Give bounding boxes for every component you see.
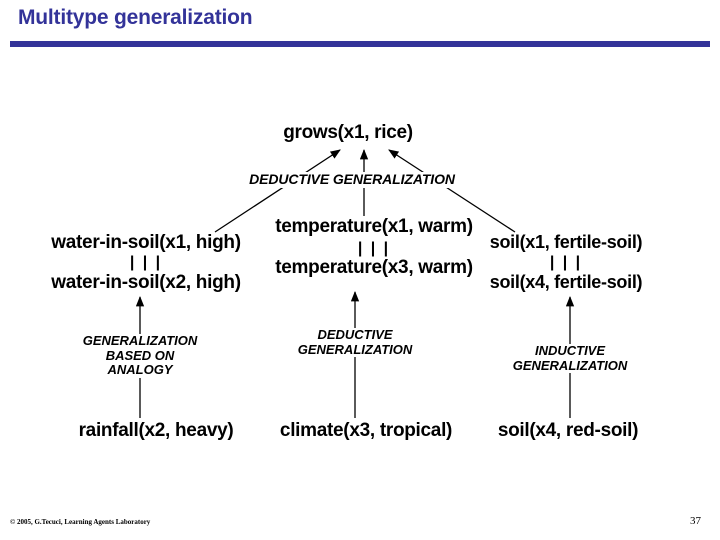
node-temperature-x1: temperature(x1, warm) bbox=[275, 216, 473, 237]
edge-left-to-top bbox=[214, 149, 341, 233]
edge-label-line-1: DEDUCTIVE bbox=[317, 327, 393, 342]
node-soil-x1-fertile: soil(x1, fertile-soil) bbox=[489, 232, 643, 252]
node-climate-x3: climate(x3, tropical) bbox=[279, 420, 453, 441]
node-temperature-x3: temperature(x3, warm) bbox=[275, 257, 473, 278]
node-soil-x4-red: soil(x4, red-soil) bbox=[497, 420, 639, 441]
separator-left: | | | bbox=[129, 254, 163, 271]
footer-copyright: © 2005, G.Tecuci, Learning Agents Labora… bbox=[10, 518, 151, 526]
edge-label-line-2: GENERALIZATION bbox=[297, 341, 413, 357]
node-rainfall-x2: rainfall(x2, heavy) bbox=[78, 420, 234, 441]
node-water-in-soil-x2: water-in-soil(x2, high) bbox=[51, 272, 241, 293]
edge-label-line-2: GENERALIZATION bbox=[512, 357, 628, 373]
edge-label-deductive-generalization-top: DEDUCTIVE GENERALIZATION bbox=[246, 171, 458, 188]
separator-right: | | | bbox=[549, 254, 583, 271]
node-water-in-soil-x1: water-in-soil(x1, high) bbox=[51, 232, 241, 253]
edge-label-line-2: BASED ON bbox=[105, 347, 175, 363]
page-number: 37 bbox=[690, 515, 701, 527]
edge-label-deductive-generalization-middle: DEDUCTIVE GENERALIZATION bbox=[294, 327, 416, 358]
edge-label-line-1: GENERALIZATION bbox=[82, 333, 198, 348]
node-grows: grows(x1, rice) bbox=[283, 122, 413, 143]
edge-right-to-top bbox=[388, 149, 516, 233]
title-divider bbox=[10, 41, 710, 47]
edge-label-line-3: ANALOGY bbox=[107, 362, 173, 378]
page-title: Multitype generalization bbox=[18, 6, 253, 29]
edge-label-generalization-based-on-analogy: GENERALIZATION BASED ON ANALOGY bbox=[79, 333, 201, 378]
separator-middle: | | | bbox=[357, 240, 391, 257]
edge-label-line-1: INDUCTIVE bbox=[534, 343, 606, 358]
edge-label-inductive-generalization: INDUCTIVE GENERALIZATION bbox=[509, 343, 631, 374]
node-soil-x4-fertile: soil(x4, fertile-soil) bbox=[489, 272, 643, 292]
